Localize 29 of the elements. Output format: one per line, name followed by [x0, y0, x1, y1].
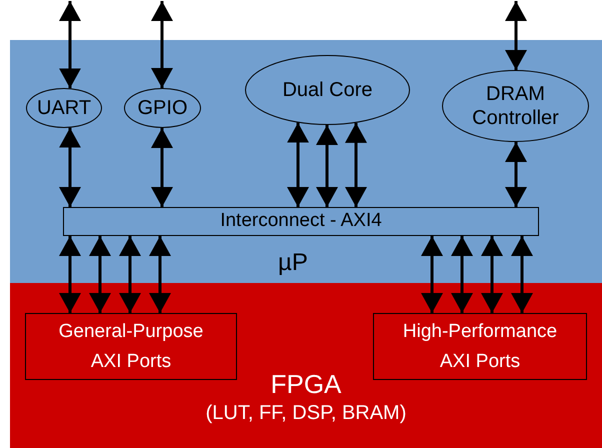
region-subtitle: (LUT, FF, DSP, BRAM) — [204, 403, 408, 423]
component-ellipse: Dual Core — [245, 55, 410, 125]
bidirectional-arrow — [481, 236, 503, 313]
bidirectional-arrow — [119, 236, 141, 313]
bidirectional-arrow — [511, 236, 533, 313]
port-box: High-Performance AXI Ports — [373, 313, 587, 380]
bidirectional-arrow — [89, 236, 111, 313]
region-label: FPGA — [270, 371, 342, 397]
interconnect-bar: Interconnect - AXI4 — [63, 207, 539, 236]
component-ellipse: DRAM Controller — [442, 70, 589, 142]
bidirectional-arrow — [451, 236, 473, 313]
port-box: General-Purpose AXI Ports — [25, 313, 237, 380]
bidirectional-arrow — [149, 236, 171, 313]
bidirectional-arrow — [287, 122, 309, 207]
bidirectional-arrow — [316, 125, 338, 207]
component-ellipse: UART — [26, 88, 102, 128]
bidirectional-arrow — [59, 1, 81, 88]
region-label: µP — [278, 251, 308, 275]
bidirectional-arrow — [151, 1, 173, 88]
fpga-region — [10, 283, 602, 448]
bidirectional-arrow — [421, 236, 443, 313]
bidirectional-arrow — [59, 128, 81, 207]
bidirectional-arrow — [505, 1, 527, 70]
bidirectional-arrow — [59, 236, 81, 313]
bidirectional-arrow — [345, 122, 367, 207]
bidirectional-arrow — [505, 142, 527, 207]
processor-region — [10, 40, 602, 283]
bidirectional-arrow — [151, 128, 173, 207]
component-ellipse: GPIO — [124, 88, 201, 128]
